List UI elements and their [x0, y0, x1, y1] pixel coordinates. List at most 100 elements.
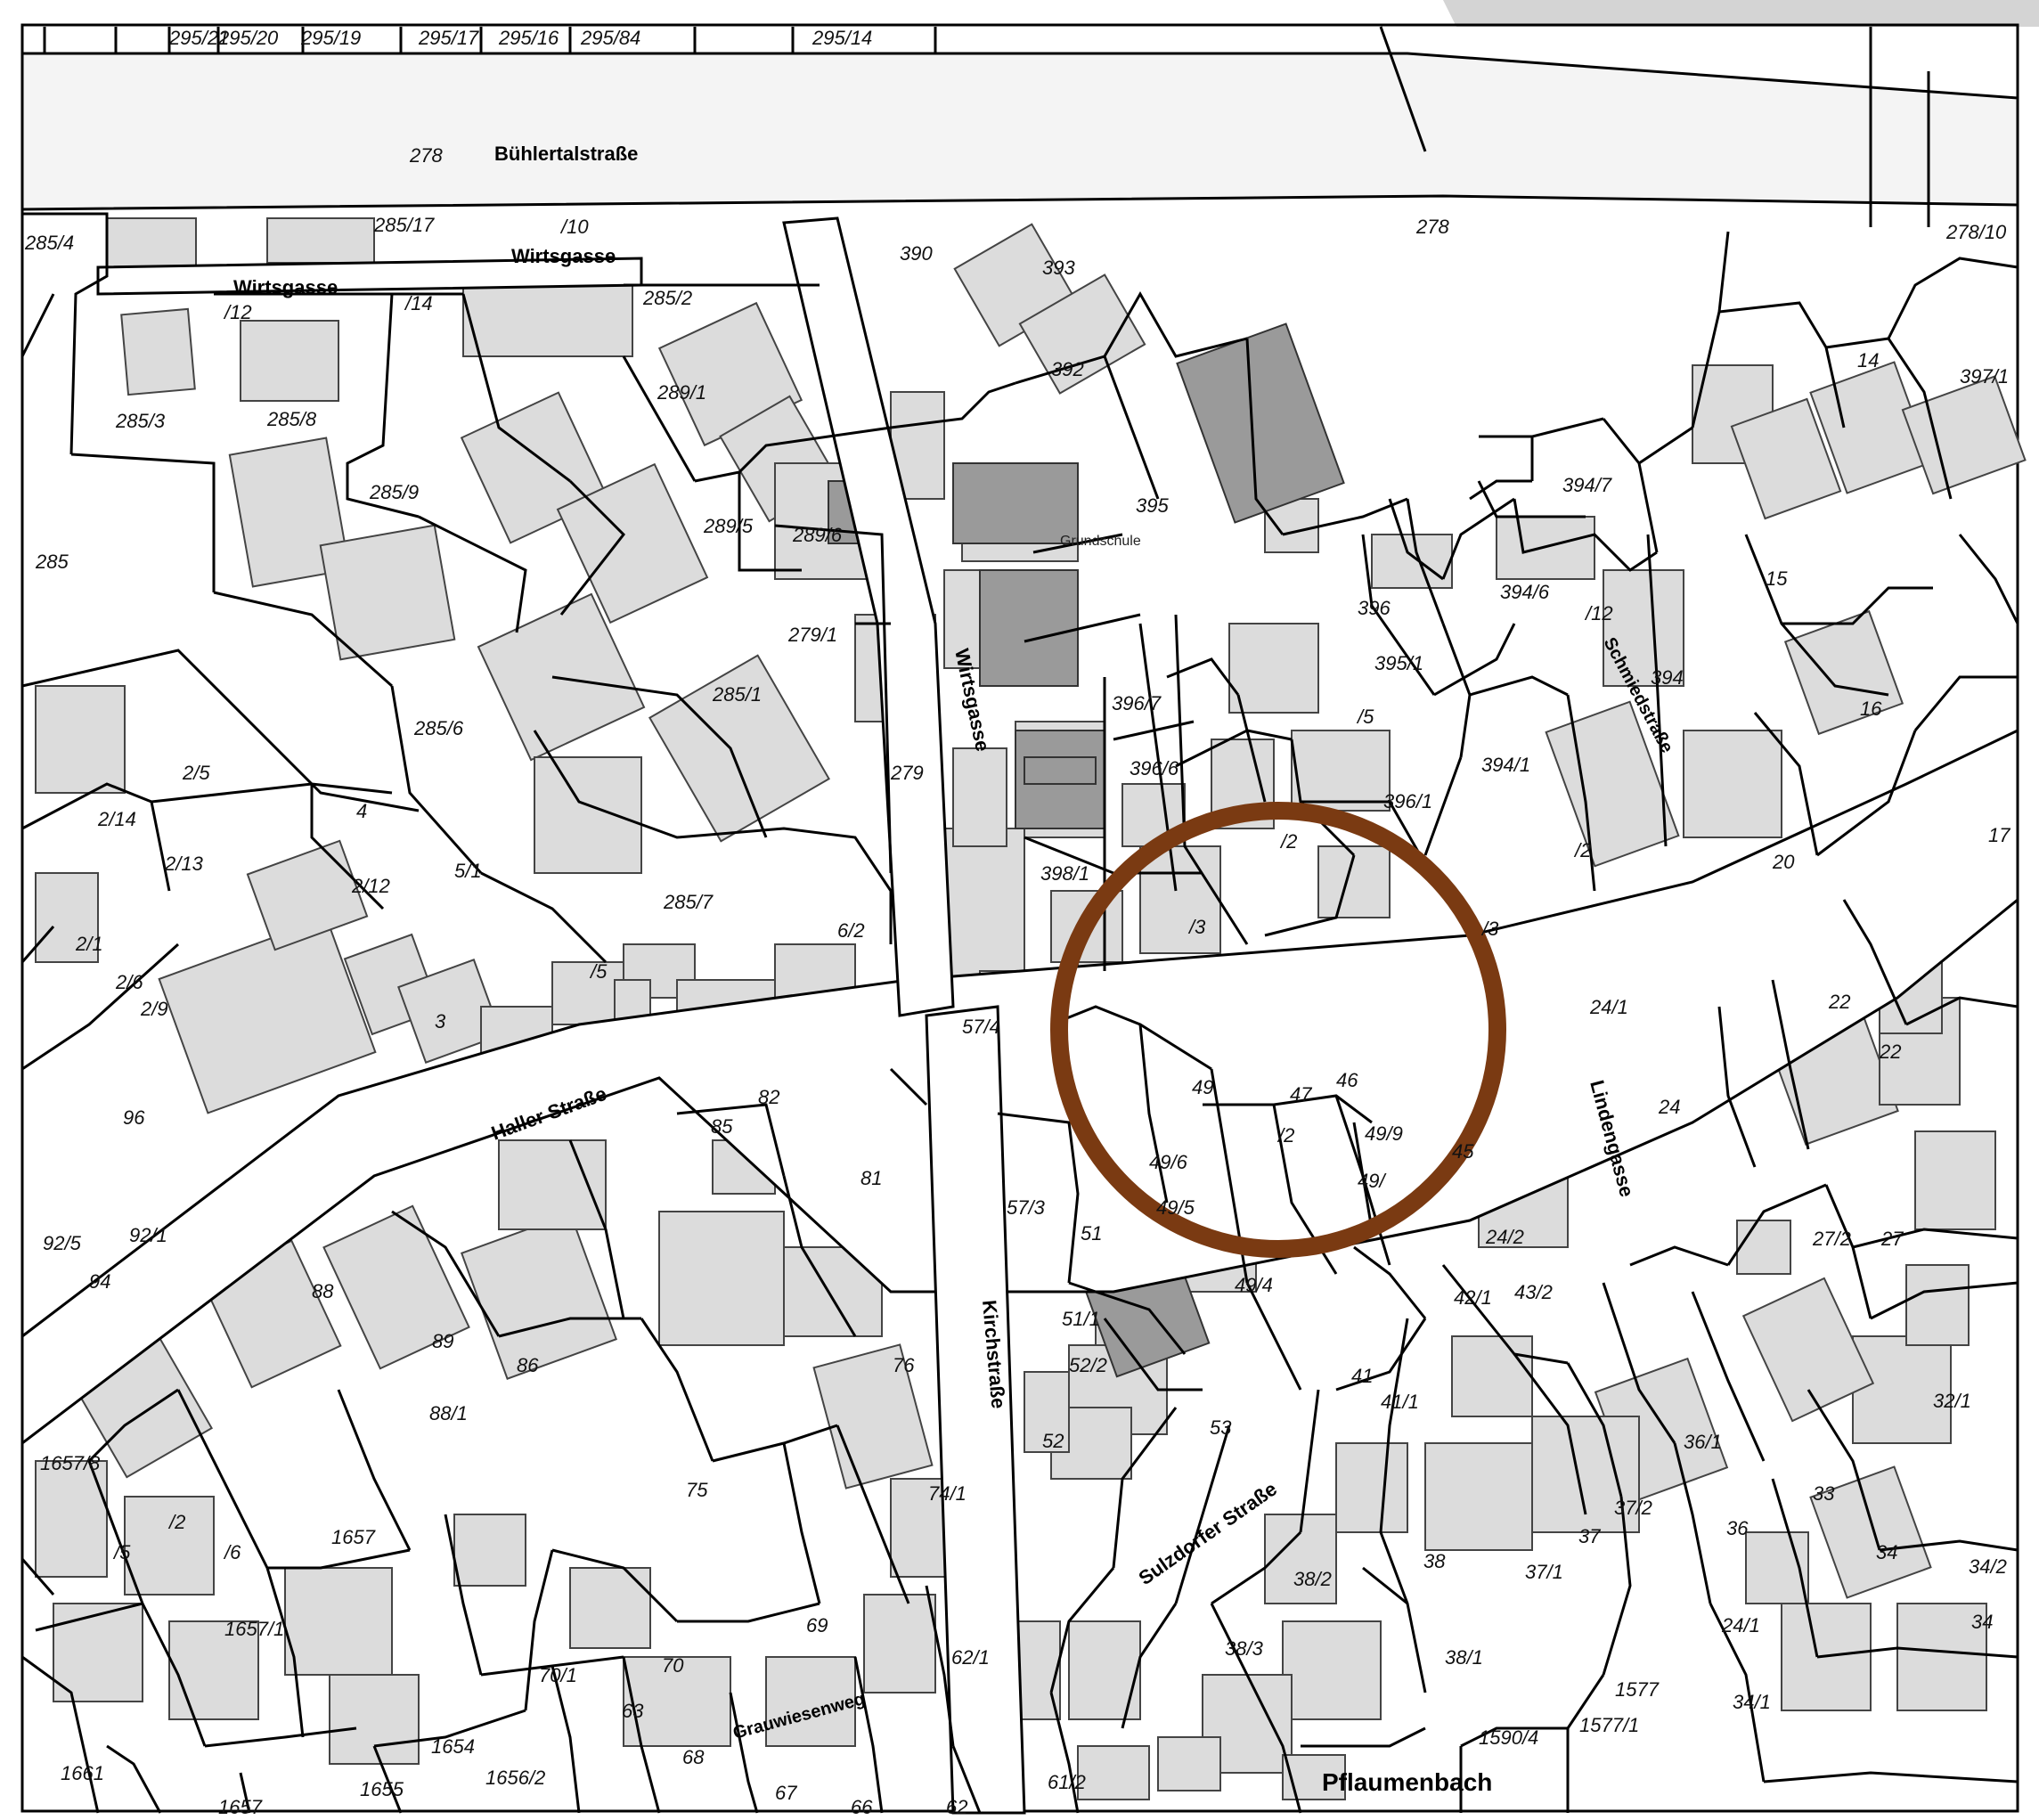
parcel-label: 34: [1876, 1541, 1897, 1563]
parcel-label: 36/1: [1684, 1431, 1722, 1453]
parcel-label: 394/1: [1481, 754, 1530, 776]
parcel-label: 24/1: [1721, 1614, 1760, 1636]
parcel-label: 396/6: [1130, 757, 1179, 779]
parcel-label: 396/1: [1383, 790, 1432, 812]
parcel-label: 1577/1: [1579, 1714, 1639, 1736]
parcel-label: 395: [1136, 494, 1169, 517]
parcel-label: 62/1: [951, 1646, 990, 1669]
parcel-label: 34/1: [1733, 1691, 1771, 1713]
parcel-label: 16: [1860, 698, 1882, 720]
parcel-label: 1656/2: [485, 1767, 545, 1789]
parcel-label: 295/14: [812, 27, 872, 49]
parcel-label: 285/9: [369, 481, 419, 503]
parcel-label: 285/1: [712, 683, 762, 706]
parcel-label: 32/1: [1933, 1390, 1971, 1412]
parcel-label: 2/5: [182, 762, 210, 784]
parcel-label: 278: [409, 144, 443, 167]
parcel-label: 22: [1828, 991, 1850, 1013]
parcel-label: /14: [404, 292, 433, 314]
parcel-label: 397/1: [1960, 365, 2009, 388]
parcel-label: 49/: [1358, 1170, 1386, 1192]
parcel-label: 295/19: [300, 27, 361, 49]
parcel-label: 51/1: [1062, 1308, 1100, 1330]
parcel-label: 289/5: [703, 515, 754, 537]
parcel-label: 38/1: [1445, 1646, 1483, 1669]
parcel-label: /2: [1573, 839, 1591, 861]
header-panel: [1443, 0, 2039, 27]
parcel-label: /5: [1356, 706, 1374, 728]
parcel-label: 70/1: [539, 1664, 577, 1686]
parcel-label: 34: [1971, 1611, 1993, 1633]
parcel-label: 94: [89, 1270, 110, 1293]
parcel-label: 85: [711, 1115, 733, 1138]
parcel-label: 38/2: [1293, 1568, 1332, 1590]
parcel-label: 392: [1051, 358, 1084, 380]
parcel-label: 34/2: [1969, 1555, 2007, 1578]
parcel-label: 1577: [1615, 1678, 1660, 1701]
parcel-label: 295/84: [580, 27, 640, 49]
street-pflaumenbach: Pflaumenbach: [1322, 1768, 1492, 1796]
parcel-label: 398/1: [1040, 862, 1089, 885]
parcel-label: 51: [1081, 1222, 1102, 1245]
parcel-label: 52/2: [1069, 1354, 1107, 1376]
header-strip: [0, 0, 1443, 25]
parcel-label: 82: [758, 1086, 779, 1108]
parcel-label: 285/4: [24, 232, 74, 254]
parcel-label: 1657/8: [40, 1452, 101, 1474]
parcel-label: 57/4: [962, 1016, 1000, 1038]
parcel-label: 66: [851, 1796, 873, 1816]
parcel-label: 14: [1857, 349, 1879, 371]
parcel-label: 2/6: [115, 971, 143, 993]
parcel-label: /3: [1480, 918, 1499, 940]
parcel-label: 2/14: [97, 808, 136, 830]
parcel-label: 289/1: [657, 381, 706, 404]
parcel-label: 61/2: [1048, 1771, 1086, 1793]
parcel-label: /2: [1279, 830, 1297, 853]
parcel-label: 285/7: [663, 891, 714, 913]
parcel-label: 2/13: [164, 853, 204, 875]
parcel-label: 396: [1358, 597, 1391, 619]
parcel-label: 89: [432, 1330, 453, 1352]
parcel-label: 20: [1772, 851, 1795, 873]
parcel-label: 86: [517, 1354, 539, 1376]
parcel-label: 68: [682, 1746, 705, 1768]
parcel-label: 47: [1290, 1083, 1312, 1106]
parcel-label: /5: [112, 1541, 131, 1563]
parcel-label: 393: [1042, 257, 1075, 279]
parcel-label: 278: [1415, 216, 1449, 238]
parcel-label: 92/1: [129, 1224, 167, 1246]
parcel-label: 22: [1879, 1041, 1901, 1063]
parcel-label: 38: [1423, 1550, 1446, 1572]
parcel-label: 62: [946, 1796, 967, 1816]
parcel-label: 1655: [360, 1778, 404, 1800]
parcel-label: 74/1: [928, 1482, 966, 1505]
parcel-label: 53: [1210, 1416, 1232, 1439]
parcel-label: 92/5: [43, 1232, 82, 1254]
parcel-label: 27/2: [1812, 1228, 1851, 1250]
parcel-label: 57/3: [1007, 1196, 1046, 1219]
parcel-label: 43/2: [1514, 1281, 1553, 1303]
parcel-label: 42/1: [1454, 1286, 1492, 1309]
parcel-label: 394: [1651, 666, 1684, 689]
parcel-label: 27: [1880, 1228, 1904, 1250]
parcel-label: 285: [35, 551, 69, 573]
street-buehlertal: Bühlertalstraße: [494, 143, 638, 165]
parcel-label: /3: [1187, 916, 1206, 938]
parcel-label: 295/21: [168, 27, 229, 49]
parcel-label: 52: [1042, 1430, 1064, 1452]
parcel-label: 15: [1766, 567, 1788, 590]
parcel-label: 6/2: [837, 919, 865, 942]
parcel-label: 69: [806, 1614, 828, 1636]
parcel-label: /10: [559, 216, 589, 238]
parcel-label: 1661: [61, 1762, 104, 1784]
streets: [20, 52, 2019, 1815]
parcel-label: 396/7: [1112, 692, 1162, 714]
parcel-label: 295/20: [217, 27, 279, 49]
parcel-label: 5/1: [454, 860, 482, 882]
parcel-label: 2/1: [75, 933, 103, 955]
parcel-label: 24/2: [1485, 1226, 1524, 1248]
parcel-label: 295/17: [418, 27, 479, 49]
parcel-label: 1657/1: [224, 1618, 284, 1640]
parcel-label: 49/4: [1235, 1274, 1273, 1296]
